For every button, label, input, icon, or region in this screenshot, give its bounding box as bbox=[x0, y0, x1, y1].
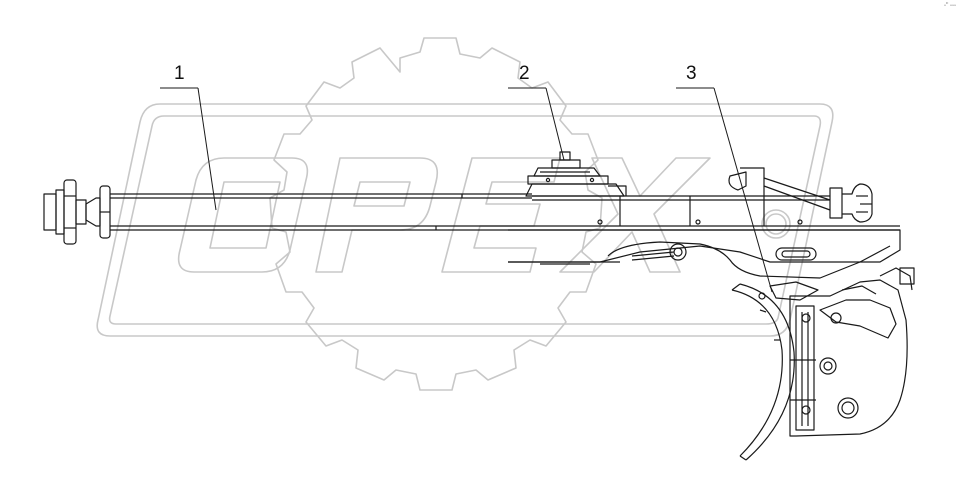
callout-label-1: 1 bbox=[174, 63, 185, 84]
leader-3-tail bbox=[713, 87, 773, 293]
opex-watermark bbox=[96, 37, 834, 391]
watermark-gear bbox=[269, 37, 603, 391]
watermark-letter-e bbox=[441, 157, 561, 273]
left-flange bbox=[43, 179, 111, 245]
leader-2-tail bbox=[545, 87, 565, 161]
watermark-reg-circle-inner bbox=[765, 213, 787, 235]
watermark-letter-x bbox=[559, 157, 711, 273]
leader-1-tail bbox=[197, 87, 217, 211]
watermark-letter-p bbox=[315, 157, 439, 273]
watermark-reg-circle bbox=[761, 209, 791, 239]
watermark-frame bbox=[96, 103, 834, 337]
machine-drawing bbox=[43, 87, 915, 461]
callout-label-3: 3 bbox=[686, 63, 697, 84]
curved-blade bbox=[731, 283, 795, 461]
gearbox bbox=[525, 151, 627, 197]
watermark-frame-inner bbox=[108, 115, 822, 325]
callout-leaders bbox=[160, 87, 773, 293]
cutting-housing bbox=[758, 267, 915, 437]
callout-label-2: 2 bbox=[519, 63, 530, 84]
right-bracket bbox=[728, 167, 873, 226]
watermark-letter-o bbox=[177, 157, 309, 273]
lower-arm bbox=[508, 229, 901, 279]
corner-mark: ᵤᴰ ᵤᵤᵤ bbox=[943, 2, 956, 8]
